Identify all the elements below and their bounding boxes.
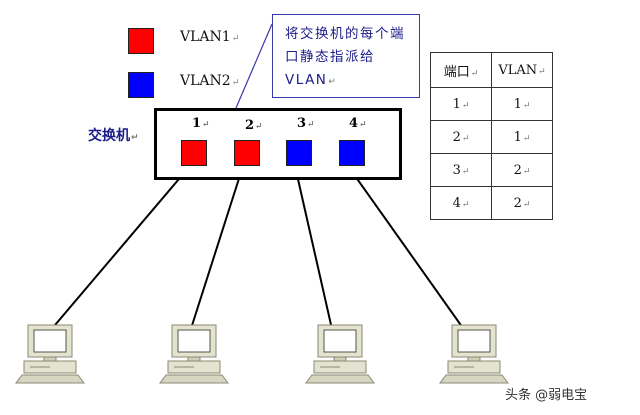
- computer-icon-2: [159, 324, 229, 384]
- port-number-1: 1↵: [192, 116, 210, 131]
- link-port-3: [294, 165, 335, 339]
- table-cell-port: 1↵: [430, 87, 492, 121]
- table-cell-port: 3↵: [430, 153, 492, 187]
- port-number-3: 3↵: [297, 116, 315, 131]
- watermark: 头条 @弱电宝: [505, 388, 588, 403]
- table-header-port: 端口↵: [430, 52, 492, 88]
- port-number-2: 2↵: [245, 118, 263, 133]
- port-2: [234, 140, 260, 166]
- legend-label-vlan2: VLAN2↵: [180, 73, 240, 89]
- table-row: 2↵ 1↵: [430, 120, 553, 154]
- table-cell-vlan: 2↵: [491, 186, 553, 220]
- legend-label-vlan1: VLAN1↵: [180, 29, 240, 45]
- port-4: [339, 140, 365, 166]
- table-header-row: 端口↵ VLAN↵: [430, 52, 553, 88]
- legend-swatch-vlan2: [128, 72, 154, 98]
- table-row: 4↵ 2↵: [430, 186, 553, 220]
- port-1: [181, 140, 207, 166]
- port-vlan-table: 端口↵ VLAN↵ 1↵ 1↵ 2↵ 1↵ 3↵ 2↵ 4↵ 2↵: [430, 52, 553, 220]
- callout-line-2: 口静态指派给: [285, 49, 375, 65]
- computer-icon-4: [439, 324, 509, 384]
- table-row: 3↵ 2↵: [430, 153, 553, 187]
- table-cell-vlan: 1↵: [491, 120, 553, 154]
- callout-pointer: [235, 23, 273, 109]
- port-number-4: 4↵: [349, 116, 367, 131]
- link-port-2: [187, 165, 244, 339]
- callout-line-1: 将交换机的每个端: [285, 26, 405, 42]
- table-header-vlan: VLAN↵: [491, 52, 553, 88]
- computer-icon-3: [305, 324, 375, 384]
- computer-icon-1: [15, 324, 85, 384]
- table-cell-port: 4↵: [430, 186, 492, 220]
- callout-line-3: VLAN↵: [285, 72, 338, 88]
- switch-label: 交换机↵: [88, 128, 139, 144]
- link-port-1: [43, 165, 191, 339]
- port-3: [286, 140, 312, 166]
- link-port-4: [347, 165, 471, 339]
- legend-swatch-vlan1: [128, 28, 154, 54]
- table-row: 1↵ 1↵: [430, 87, 553, 121]
- callout-box: 将交换机的每个端 口静态指派给 VLAN↵: [272, 14, 420, 98]
